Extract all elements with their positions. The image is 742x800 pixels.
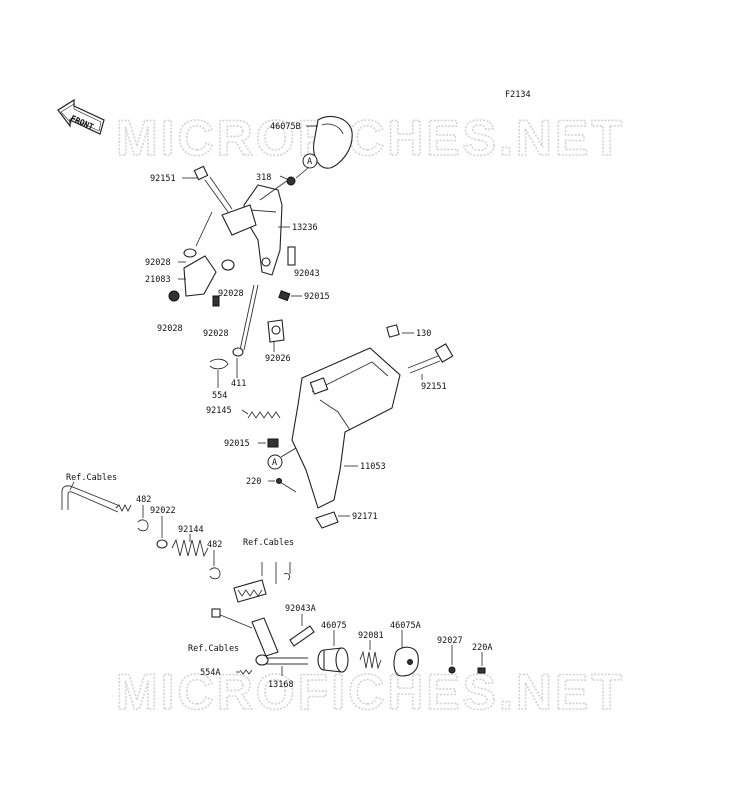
nut-92015-upper bbox=[278, 290, 291, 302]
callout-labels: 46075B 318 92151 13236 92028 21083 92028… bbox=[66, 122, 492, 690]
figure-code: F2134 bbox=[505, 90, 531, 100]
front-arrow-icon: FRONT bbox=[57, 98, 105, 135]
clip-554A bbox=[239, 669, 253, 675]
callout-92028-b: 92028 bbox=[218, 289, 244, 299]
callout-13168: 13168 bbox=[268, 680, 294, 690]
lever-13168 bbox=[211, 608, 308, 666]
callout-13236: 13236 bbox=[292, 223, 318, 233]
bolt-92151-lower bbox=[407, 343, 454, 374]
washer-92022 bbox=[156, 539, 168, 549]
spring-92144 bbox=[171, 538, 209, 558]
callout-411: 411 bbox=[231, 379, 246, 389]
watermark-top: MICROFICHES.NET bbox=[116, 110, 625, 166]
callout-ref-cables-1: Ref.Cables bbox=[66, 473, 117, 483]
marker-a-upper: A bbox=[302, 153, 318, 169]
nut-318 bbox=[286, 176, 296, 186]
callout-92015-upper: 92015 bbox=[304, 292, 330, 302]
clip-482-left bbox=[137, 519, 149, 532]
callout-554: 554 bbox=[212, 391, 227, 401]
callout-92145: 92145 bbox=[206, 406, 232, 416]
spring-92145 bbox=[247, 411, 281, 419]
clip-554 bbox=[209, 358, 229, 370]
callout-482-b: 482 bbox=[207, 540, 222, 550]
marker-a-lower: A bbox=[267, 454, 283, 470]
callout-92028-a: 92028 bbox=[145, 258, 171, 268]
callout-130: 130 bbox=[416, 329, 431, 339]
lever-13236 bbox=[221, 179, 289, 276]
bolt-92151-upper bbox=[193, 165, 233, 213]
callout-92144: 92144 bbox=[178, 525, 204, 535]
bolt-220 bbox=[276, 478, 297, 493]
cable-bracket bbox=[233, 579, 267, 603]
callout-46075A: 46075A bbox=[390, 621, 421, 631]
marker-a-lower-label: A bbox=[272, 458, 277, 468]
callout-46075B: 46075B bbox=[270, 122, 301, 132]
callout-ref-cables-3: Ref.Cables bbox=[188, 644, 239, 654]
nut-92015-lower bbox=[267, 438, 279, 448]
callout-318: 318 bbox=[256, 173, 271, 183]
callout-92028-c: 92028 bbox=[157, 324, 183, 334]
callout-92171: 92171 bbox=[352, 512, 378, 522]
pin-92043A bbox=[289, 625, 315, 647]
knob-46075A bbox=[393, 646, 419, 677]
callout-92026: 92026 bbox=[265, 354, 291, 364]
callout-ref-cables-2: Ref.Cables bbox=[243, 538, 294, 548]
callout-92027: 92027 bbox=[437, 636, 463, 646]
nut-92027 bbox=[448, 666, 456, 674]
callout-11053: 11053 bbox=[360, 462, 386, 472]
callout-92151-upper: 92151 bbox=[150, 174, 176, 184]
pin-92043 bbox=[287, 246, 296, 266]
bracket-11053 bbox=[291, 347, 401, 509]
clamp-92171 bbox=[315, 511, 339, 529]
marker-a-upper-label: A bbox=[307, 157, 312, 167]
callout-92015-lower: 92015 bbox=[224, 439, 250, 449]
callout-92043A: 92043A bbox=[285, 604, 316, 614]
callout-220: 220 bbox=[246, 477, 261, 487]
clip-482-right bbox=[209, 567, 221, 580]
watermark-bottom: MICROFICHES.NET bbox=[116, 664, 625, 720]
bushing-92026 bbox=[267, 319, 285, 343]
washer-411 bbox=[232, 347, 244, 357]
callout-92081: 92081 bbox=[358, 631, 384, 641]
drum-46075 bbox=[317, 647, 349, 673]
callout-482-a: 482 bbox=[136, 495, 151, 505]
callout-21083: 21083 bbox=[145, 275, 171, 285]
callout-92022: 92022 bbox=[150, 506, 176, 516]
cable-end bbox=[61, 485, 132, 513]
arm-21083 bbox=[168, 248, 235, 307]
callout-220A: 220A bbox=[472, 643, 492, 653]
callout-92028-d: 92028 bbox=[203, 329, 229, 339]
callout-554A: 554A bbox=[200, 668, 220, 678]
bolt-130 bbox=[386, 324, 400, 338]
callout-92043: 92043 bbox=[294, 269, 320, 279]
spring-92081 bbox=[359, 650, 382, 670]
bolt-220A bbox=[477, 667, 486, 674]
callout-46075: 46075 bbox=[321, 621, 347, 631]
callout-92151-lower: 92151 bbox=[421, 382, 447, 392]
